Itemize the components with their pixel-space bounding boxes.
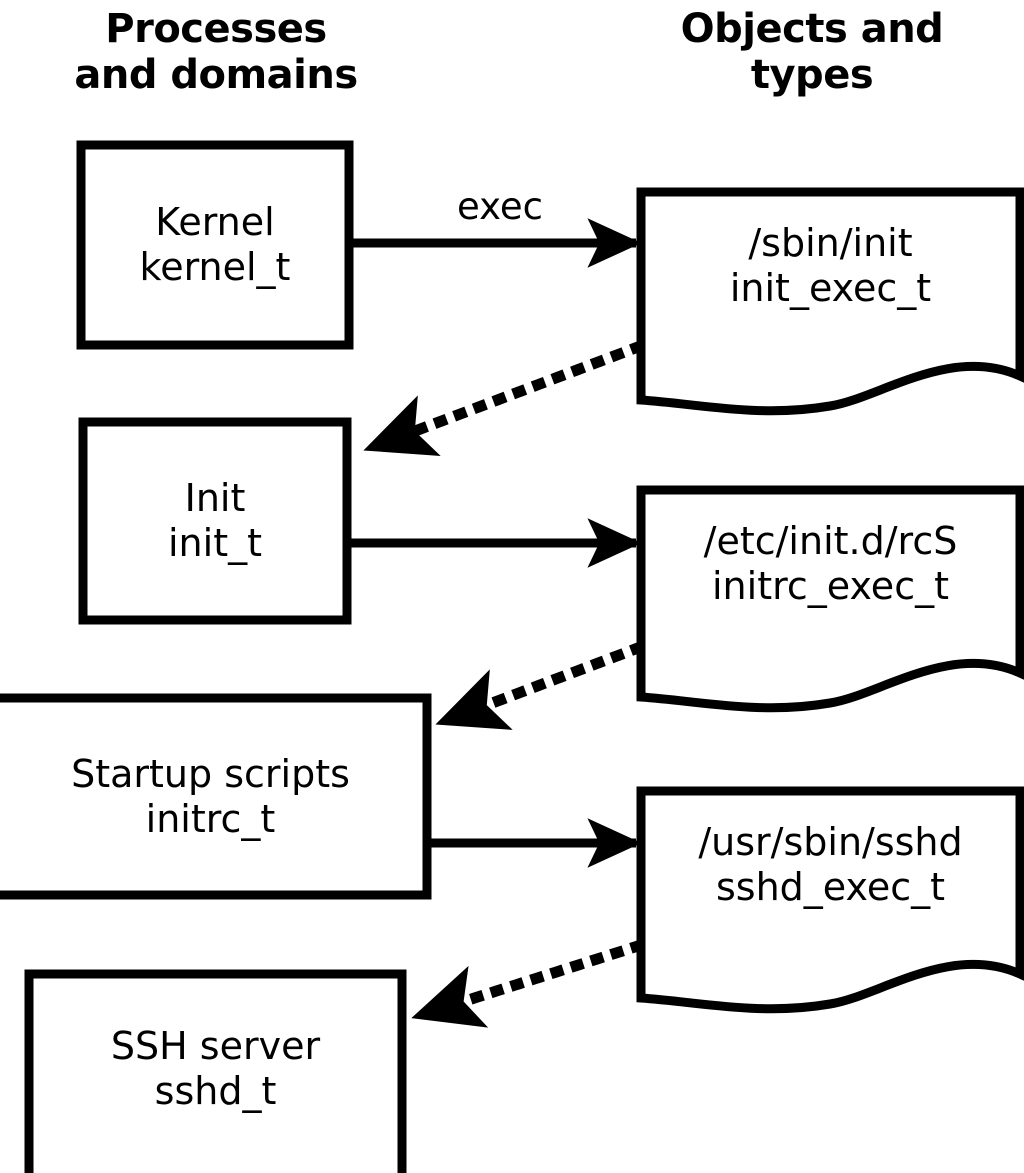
process-box-sshd[interactable] [24,969,407,1173]
column-header-objects-line2: types [750,52,874,98]
object-doc-initrc-exec[interactable] [636,485,1024,713]
process-box-kernel[interactable] [76,140,354,350]
process-box-init[interactable] [78,417,352,625]
edge-transition-initrc-exec-to-initrc [434,640,646,730]
column-header-processes-line2: and domains [74,52,358,98]
column-header-processes: Processes and domains [0,6,432,98]
edge-label-exec: exec [457,185,543,228]
column-header-processes-line1: Processes [105,6,327,52]
edge-transition-init-exec-to-init [362,339,646,456]
edge-transition-sshd-exec-to-sshd [411,939,645,1028]
object-doc-init-exec[interactable] [636,187,1024,416]
process-box-initrc[interactable] [0,693,432,900]
column-header-objects-line1: Objects and [680,6,944,52]
column-header-objects: Objects and types [600,6,1024,98]
object-doc-sshd-exec[interactable] [636,786,1024,1014]
